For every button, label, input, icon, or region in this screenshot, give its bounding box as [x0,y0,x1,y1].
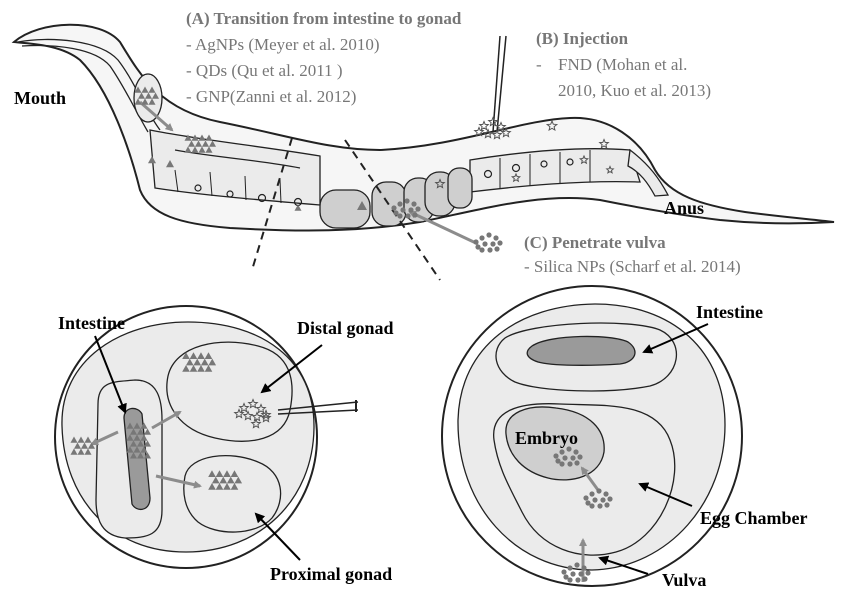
silica-particle-dot-icon [391,205,396,210]
annotation-a-title: (A) Transition from intestine to gonad [186,9,462,28]
annotation-c-title: (C) Penetrate vulva [524,233,666,252]
silica-particle-dot-icon [411,201,416,206]
annotation-b-item-line-1: FND (Mohan et al. [558,55,687,74]
silica-particle-dot-icon [600,497,605,502]
silica-particle-dot-icon [563,574,568,579]
silica-particle-dot-icon [412,212,417,217]
silica-particle-dot-icon [577,454,582,459]
silica-particle-dot-icon [482,241,487,246]
annotation-b-item-line-2: 2010, Kuo et al. 2013) [558,81,711,100]
annotation-a-item-3: - GNP(Zanni et al. 2012) [186,87,356,106]
silica-particle-dot-icon [575,577,580,582]
left-inset [55,306,358,568]
silica-particle-dot-icon [561,569,566,574]
silica-particle-dot-icon [567,461,572,466]
silica-particle-dot-icon [393,210,398,215]
left-intestine-label: Intestine [58,313,125,333]
silica-particle-dot-icon [494,246,499,251]
annotation-a-item-2: - QDs (Qu et al. 2011 ) [186,61,343,80]
silica-particle-dot-icon [607,496,612,501]
silica-particle-dot-icon [555,458,560,463]
annotation-c-item: - Silica NPs (Scharf et al. 2014) [524,257,741,276]
silica-particle-dot-icon [585,500,590,505]
silica-particle-dot-icon [597,503,602,508]
silica-particle-dot-icon [582,576,587,581]
nanodiamond-star-icon [480,122,489,130]
nanodiamond-star-icon [489,118,498,126]
silica-particle-dot-icon [570,455,575,460]
silica-particle-dot-icon [473,239,478,244]
silica-particle-dot-icon [604,502,609,507]
silica-particle-dot-icon [400,207,405,212]
silica-particle-dot-icon [553,453,558,458]
silica-particle-dot-icon [603,491,608,496]
silica-particle-dot-icon [583,495,588,500]
mouth-label: Mouth [14,88,66,108]
proximal-gonad-label: Proximal gonad [270,564,392,584]
right-intestine-label: Intestine [696,302,763,322]
silica-particle-dot-icon [592,497,597,502]
silica-particle-dot-icon [497,240,502,245]
annotation-b-dash: - [536,55,542,74]
silica-particle-dot-icon [486,232,491,237]
silica-particle-dot-icon [578,571,583,576]
silica-particle-dot-icon [574,562,579,567]
silica-particle-dot-icon [574,460,579,465]
silica-particle-dot-icon [415,206,420,211]
distal-gonad-label: Distal gonad [297,318,394,338]
silica-particle-dot-icon [405,213,410,218]
silica-particle-dot-icon [562,455,567,460]
annotation-b-title: (B) Injection [536,29,629,48]
silica-particle-dot-icon [404,198,409,203]
right-inset [442,286,742,586]
silica-particle-dot-icon [559,449,564,454]
silica-particle-dot-icon [493,235,498,240]
silica-particle-dot-icon [487,247,492,252]
embryo-label: Embryo [515,428,578,448]
silica-particle-dot-icon [570,571,575,576]
silica-particle-dot-icon [567,565,572,570]
vulva-label: Vulva [662,570,706,590]
silica-particle-dot-icon [589,491,594,496]
silica-particle-dot-icon [490,241,495,246]
annotation-a-item-1: - AgNPs (Meyer et al. 2010) [186,35,380,54]
silica-particle-dot-icon [573,449,578,454]
egg-chamber-label: Egg Chamber [700,508,808,528]
silica-particle-dot-icon [397,201,402,206]
injection-needle-icon [493,36,506,132]
silica-particle-dot-icon [475,244,480,249]
silica-particle-dot-icon [581,565,586,570]
anus-label: Anus [664,198,704,218]
silica-particle-dot-icon [596,488,601,493]
silica-particle-dot-icon [408,207,413,212]
silica-particle-dot-icon [479,235,484,240]
silica-particle-dot-icon [585,570,590,575]
